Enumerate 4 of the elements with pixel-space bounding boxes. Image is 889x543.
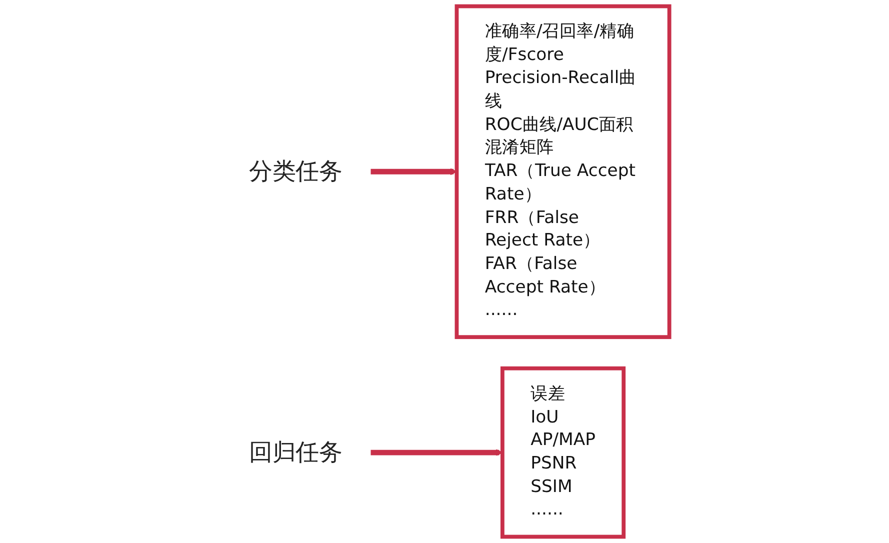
node-box: 误差 IoU AP/MAP PSNR SSIM ...... <box>500 366 626 539</box>
node-text: 分类任务 <box>248 158 342 186</box>
node-box: 准确率/召回率/精确度/Fscore Precision-Recall曲线 ROC曲线/AUC面积 混淆矩阵 TAR（True Accept Rate） FRR（False Reject Rate） FAR（False Accept Rate） ...... <box>454 4 671 340</box>
node-text: 回归任务 <box>248 438 342 466</box>
